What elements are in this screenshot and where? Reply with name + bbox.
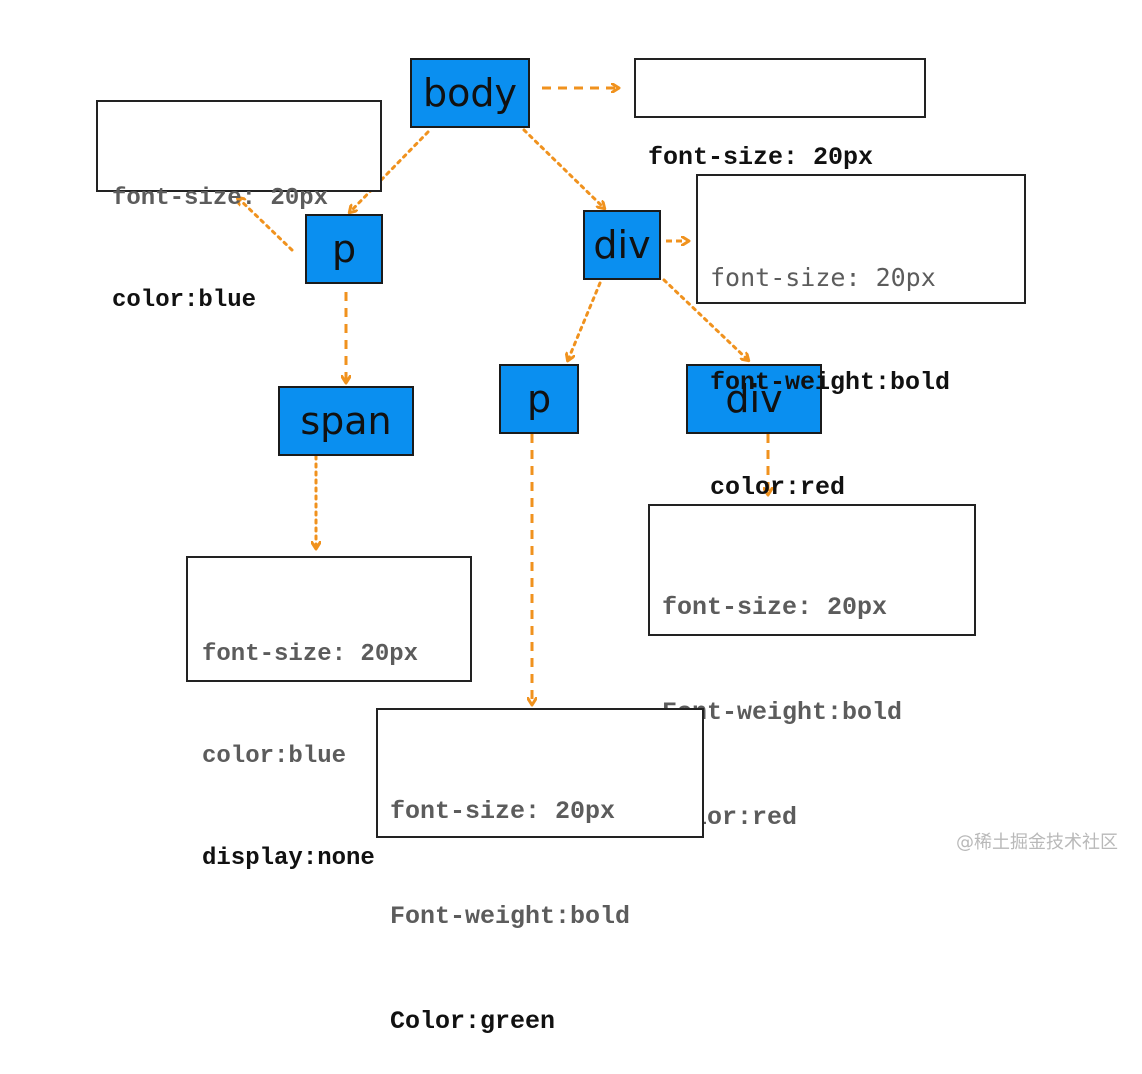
style-line: font-weight:bold — [710, 368, 951, 397]
style-box-div-inner: font-size: 20px Font-weight:bold color:r… — [648, 504, 976, 832]
style-box-p-left: font-size: 20px color:blue — [96, 100, 382, 314]
style-line: Color:green — [390, 1007, 556, 1036]
style-line: font-size: 20px — [202, 641, 419, 668]
style-line: color:red — [710, 473, 846, 502]
style-box-div-top: font-size: 20px font-weight:bold color:r… — [696, 174, 1026, 502]
node-span: span — [278, 386, 414, 456]
style-line: display:none — [202, 845, 375, 872]
style-line: color:red — [662, 803, 798, 832]
style-line: font-size: 20px — [662, 593, 888, 622]
node-p-left: p — [305, 214, 383, 284]
style-box-body: font-size: 20px — [634, 58, 926, 172]
node-div-inner: div — [686, 364, 822, 434]
style-line: font-size: 20px — [390, 797, 616, 826]
style-line: font-size: 20px — [648, 143, 874, 172]
style-line: Font-weight:bold — [662, 698, 903, 727]
style-box-span: font-size: 20px color:blue display:none — [186, 556, 472, 872]
node-div-top: div — [583, 210, 661, 280]
style-line: color:blue — [112, 287, 257, 314]
style-line: color:blue — [202, 743, 347, 770]
arrow-body-to-div-top — [522, 128, 604, 208]
style-line: font-size: 20px — [112, 185, 329, 212]
style-line: font-size: 20px — [710, 263, 936, 292]
watermark: @稀土掘金技术社区 — [956, 832, 1118, 853]
style-line: Font-weight:bold — [390, 902, 631, 931]
arrow-div-top-to-p-mid — [568, 281, 602, 360]
style-box-p-mid: font-size: 20px Font-weight:bold Color:g… — [376, 708, 704, 1036]
node-body: body — [410, 58, 530, 128]
node-p-mid: p — [499, 364, 579, 434]
